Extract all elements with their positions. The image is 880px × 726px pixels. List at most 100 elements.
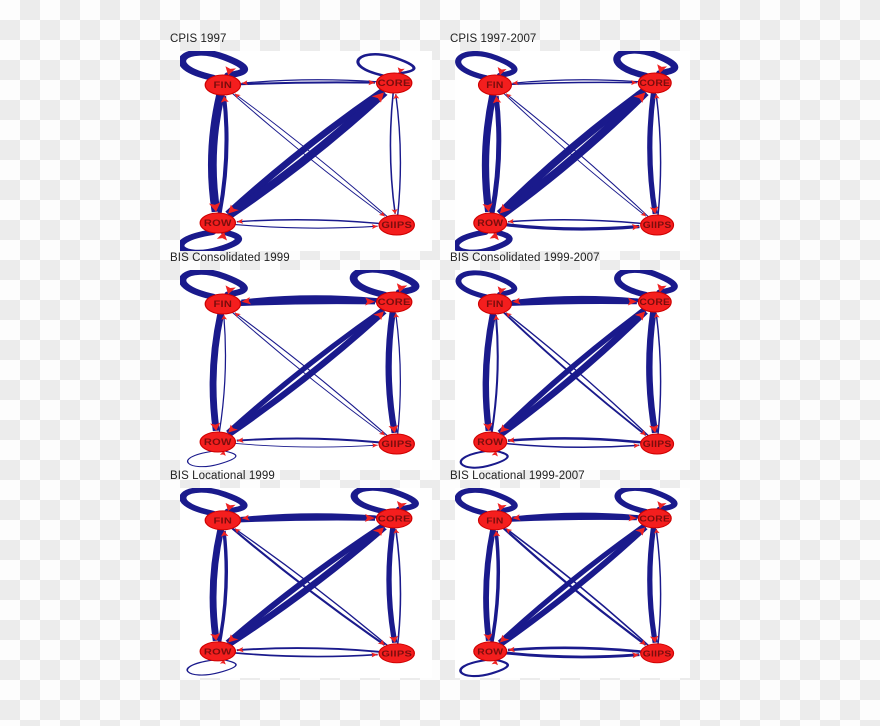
node-fin[interactable] <box>204 74 242 96</box>
node-label-core: CORE <box>378 515 411 524</box>
edge-row-to-fin <box>217 530 228 643</box>
edge-core-to-row <box>497 307 647 435</box>
edge-core-to-fin <box>512 79 639 84</box>
edge-core-to-row <box>225 523 386 645</box>
node-core[interactable] <box>375 291 413 313</box>
node-label-fin: FIN <box>486 300 503 310</box>
node-row[interactable] <box>199 212 237 234</box>
arrowheads-layer <box>483 501 667 666</box>
node-core[interactable] <box>375 72 413 94</box>
node-fin[interactable] <box>477 74 512 96</box>
node-row[interactable] <box>473 431 508 453</box>
panel-title-bis-consolidated-1999-2007: BIS Consolidated 1999-2007 <box>450 252 600 264</box>
node-row[interactable] <box>473 641 508 662</box>
panel-title-cpis-1997: CPIS 1997 <box>170 33 227 45</box>
node-core[interactable] <box>637 508 672 529</box>
node-label-fin: FIN <box>214 300 233 310</box>
edge-row-to-row <box>455 229 513 251</box>
node-core[interactable] <box>637 72 672 94</box>
node-label-core: CORE <box>639 513 670 523</box>
node-row[interactable] <box>199 431 237 453</box>
edge-row-to-fin <box>490 530 501 643</box>
edge-row-to-core <box>498 309 648 437</box>
node-fin[interactable] <box>477 510 512 531</box>
node-giips[interactable] <box>378 214 415 236</box>
edge-fin-to-fin <box>180 51 248 81</box>
panel-title-bis-locational-1999: BIS Locational 1999 <box>170 470 275 482</box>
edge-row-to-core <box>226 309 387 437</box>
edge-row-to-fin <box>218 315 227 433</box>
edge-row-to-giips <box>235 652 378 658</box>
edges-layer <box>455 51 679 251</box>
node-label-row: ROW <box>477 438 504 448</box>
edge-row-to-giips <box>506 442 640 449</box>
edge-row-to-giips <box>506 223 640 231</box>
node-fin[interactable] <box>204 293 242 315</box>
node-giips[interactable] <box>640 433 675 455</box>
edges-layer <box>180 51 416 251</box>
node-core[interactable] <box>375 508 413 529</box>
edge-fin-to-core <box>511 81 637 86</box>
node-label-giips: GIIPS <box>643 221 672 231</box>
edge-row-to-row <box>186 659 237 676</box>
node-label-core: CORE <box>378 298 411 308</box>
edge-fin-to-fin <box>455 270 518 300</box>
panel-title-bis-locational-1999-2007: BIS Locational 1999-2007 <box>450 470 585 482</box>
node-giips[interactable] <box>640 214 675 236</box>
edge-fin-to-core <box>511 515 637 522</box>
node-giips[interactable] <box>640 643 675 664</box>
edge-row-to-core <box>498 525 648 647</box>
node-label-giips: GIIPS <box>381 650 412 659</box>
edge-row-to-row <box>459 658 509 678</box>
edge-giips-to-row <box>236 218 380 225</box>
edge-fin-to-core <box>240 515 376 523</box>
node-core[interactable] <box>637 291 672 313</box>
edge-giips-to-row <box>507 646 642 653</box>
edge-core-to-core <box>350 488 419 515</box>
edge-core-to-giips <box>647 527 658 644</box>
node-label-row: ROW <box>477 219 504 229</box>
edge-core-to-giips <box>647 92 658 215</box>
edge-row-to-core <box>497 89 649 219</box>
edge-core-to-row <box>226 307 386 435</box>
edge-row-to-core <box>226 525 387 647</box>
panel-title-bis-consolidated-1999: BIS Consolidated 1999 <box>170 252 290 264</box>
node-fin[interactable] <box>477 293 512 315</box>
edge-fin-to-row <box>481 94 497 213</box>
edge-giips-to-core <box>395 313 401 435</box>
node-fin[interactable] <box>204 510 242 531</box>
node-row[interactable] <box>473 212 508 234</box>
edge-core-to-core <box>614 270 678 298</box>
node-label-fin: FIN <box>214 81 233 91</box>
edge-giips-to-row <box>236 647 380 653</box>
edge-fin-to-core <box>511 298 637 306</box>
edge-giips-to-core <box>394 528 402 644</box>
node-giips[interactable] <box>378 433 415 455</box>
node-giips[interactable] <box>378 643 415 664</box>
edge-core-to-giips <box>385 311 398 434</box>
arrowheads-layer <box>208 66 405 241</box>
edge-core-to-row <box>225 88 386 216</box>
edge-core-to-fin <box>241 79 377 84</box>
edge-fin-to-row <box>483 529 496 642</box>
edge-giips-to-core <box>655 313 662 435</box>
node-row[interactable] <box>199 641 237 662</box>
node-label-row: ROW <box>477 646 503 656</box>
edge-core-to-row <box>496 88 647 216</box>
edge-core-to-row <box>497 524 647 645</box>
